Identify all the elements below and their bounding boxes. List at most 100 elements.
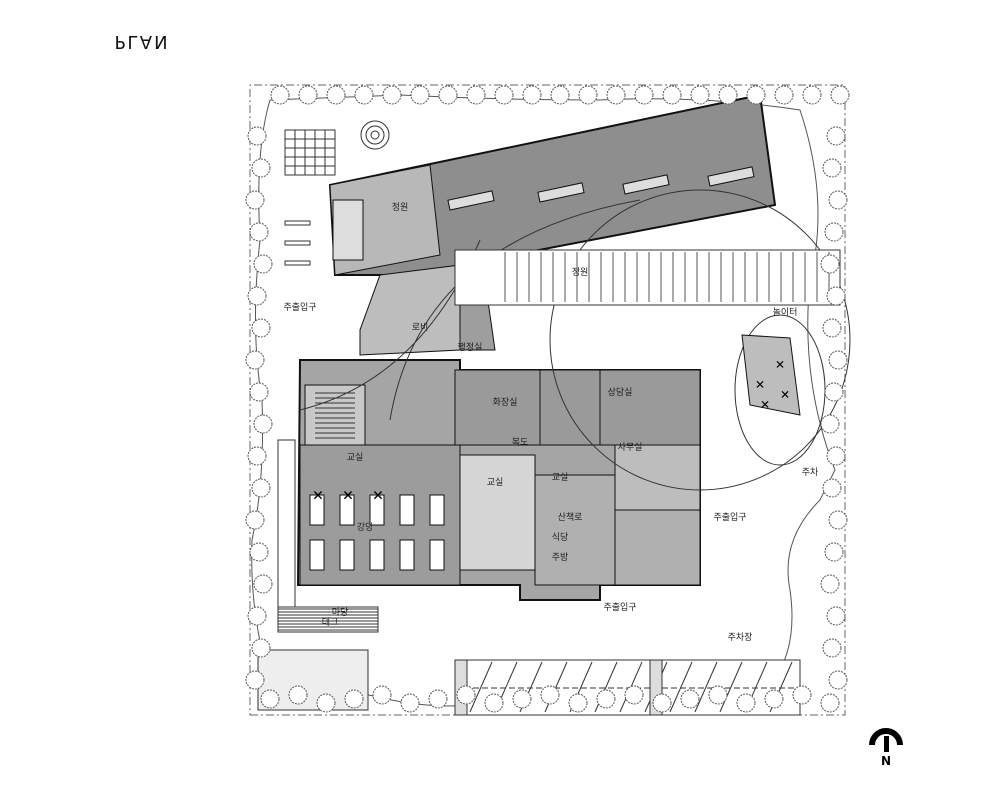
tree-icon xyxy=(824,542,844,562)
table xyxy=(369,494,385,526)
dining-tables: ✕ ✕ ✕ xyxy=(309,486,445,571)
room-label: 교실 xyxy=(347,452,364,463)
tree-icon xyxy=(822,478,842,498)
tree-icon xyxy=(270,85,290,105)
table xyxy=(339,539,355,571)
tree-icon xyxy=(466,85,486,105)
tree-icon xyxy=(802,85,822,105)
tree-icon xyxy=(253,414,273,434)
classroom-table xyxy=(447,190,495,211)
room-label: 주차 xyxy=(802,466,819,478)
tree-icon xyxy=(826,606,846,626)
tree-icon xyxy=(494,85,514,105)
tree-icon xyxy=(245,670,265,690)
page-title: PLAN xyxy=(114,31,169,52)
classroom-table xyxy=(707,166,755,187)
site-boundary xyxy=(249,84,846,716)
seat-cluster-icon: ✕ xyxy=(312,486,324,502)
room-label: 화장실 xyxy=(493,397,518,408)
tree-icon xyxy=(251,638,271,658)
parking-stall-line xyxy=(669,661,693,713)
tree-icon xyxy=(260,689,280,709)
table xyxy=(309,494,325,526)
tree-icon xyxy=(400,693,420,713)
tree-icon xyxy=(251,318,271,338)
tree-icon xyxy=(826,446,846,466)
tree-icon xyxy=(245,350,265,370)
tree-icon xyxy=(824,382,844,402)
table xyxy=(399,494,415,526)
room-label: 교실 xyxy=(552,472,569,483)
table xyxy=(339,494,355,526)
tree-icon xyxy=(568,693,588,713)
room-label: 복도 xyxy=(512,437,529,448)
tree-icon xyxy=(372,685,392,705)
tree-icon xyxy=(774,85,794,105)
room-label: 정원 xyxy=(572,267,589,278)
tree-icon xyxy=(428,689,448,709)
tree-icon xyxy=(820,693,840,713)
parking-stall-line xyxy=(469,661,493,713)
tree-icon xyxy=(828,510,848,530)
table xyxy=(429,494,445,526)
tree-icon xyxy=(249,222,269,242)
playground: ✕✕✕✕ xyxy=(734,314,826,466)
tree-icon xyxy=(456,685,476,705)
tree-icon xyxy=(624,685,644,705)
tree-icon xyxy=(249,542,269,562)
play-table-icon: ✕ xyxy=(775,357,785,371)
tree-icon xyxy=(484,693,504,713)
plaza-circle xyxy=(549,189,851,491)
tree-icon xyxy=(826,126,846,146)
ramp xyxy=(277,439,296,608)
tree-icon xyxy=(550,85,570,105)
room-label: 행정실 xyxy=(458,341,483,353)
tree-icon xyxy=(326,85,346,105)
tree-icon xyxy=(822,318,842,338)
tree-icon xyxy=(822,158,842,178)
tree-icon xyxy=(245,190,265,210)
classroom-table xyxy=(537,182,585,203)
room-label: 마당 xyxy=(332,607,349,618)
tree-icon xyxy=(634,85,654,105)
tree-icon xyxy=(247,606,267,626)
room-label: 상담실 xyxy=(608,386,633,398)
seat-cluster-icon: ✕ xyxy=(342,486,354,502)
play-table-icon: ✕ xyxy=(760,397,770,411)
seat-cluster-icon: ✕ xyxy=(372,486,384,502)
tree-icon xyxy=(410,85,430,105)
room-label: 로비 xyxy=(412,322,429,333)
trees xyxy=(245,85,850,713)
north-arrow-icon: N xyxy=(869,728,903,768)
tree-icon xyxy=(298,85,318,105)
tree-icon xyxy=(249,382,269,402)
tree-icon xyxy=(354,85,374,105)
tree-icon xyxy=(606,85,626,105)
room-label: 교실 xyxy=(487,477,504,488)
play-table-icon: ✕ xyxy=(755,377,765,391)
tree-icon xyxy=(736,693,756,713)
tree-icon xyxy=(578,85,598,105)
room-label: 주출입구 xyxy=(603,601,636,613)
connector xyxy=(359,264,461,356)
tree-icon xyxy=(764,689,784,709)
tree-icon xyxy=(830,85,850,105)
room-label: 주방 xyxy=(552,552,569,563)
tree-icon xyxy=(316,693,336,713)
room-label: 정원 xyxy=(392,202,409,213)
tree-icon xyxy=(820,254,840,274)
room-label: 산책로 xyxy=(558,511,583,523)
tree-icon xyxy=(247,286,267,306)
tree-icon xyxy=(522,85,542,105)
tree-icon xyxy=(251,478,271,498)
tree-icon xyxy=(438,85,458,105)
tree-icon xyxy=(792,685,812,705)
main-building xyxy=(296,359,701,601)
tree-icon xyxy=(690,85,710,105)
room-label: 사무실 xyxy=(618,442,643,453)
tree-icon xyxy=(708,685,728,705)
table xyxy=(369,539,385,571)
tree-icon xyxy=(828,350,848,370)
